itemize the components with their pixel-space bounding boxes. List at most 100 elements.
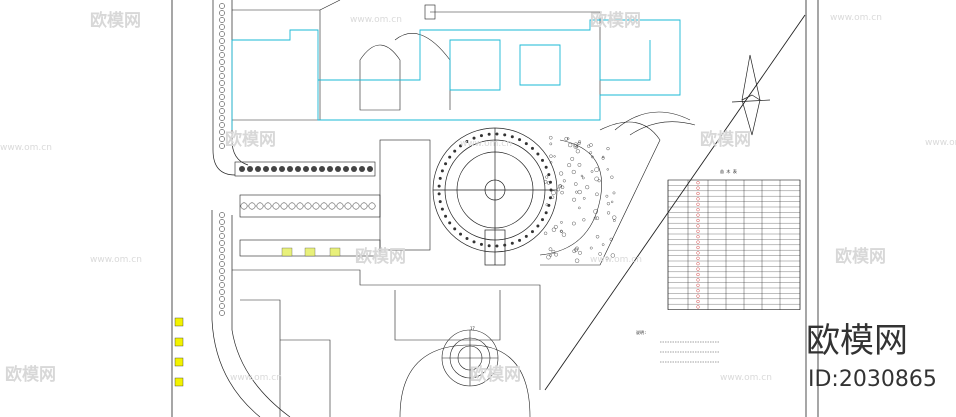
shrub-dot (610, 175, 614, 179)
shrub-dot (543, 179, 548, 184)
legend-symbol (696, 218, 700, 223)
shrub-dot (589, 246, 593, 250)
shrub-dot (448, 155, 452, 159)
shrub-dot (612, 215, 617, 220)
tree-symbol (219, 219, 225, 225)
watermark-brand-8: 欧模网 (470, 364, 521, 385)
shrub-dot (551, 249, 556, 254)
legend-symbol (696, 294, 700, 298)
shrub-dot (553, 224, 558, 229)
tree-symbol (359, 166, 365, 172)
shrub-dot (564, 137, 569, 141)
tree-symbol (368, 202, 376, 210)
shrub-dot (611, 200, 614, 204)
watermark-brand-3: 欧模网 (225, 129, 276, 150)
north-arrow (731, 54, 771, 136)
shrub-dot (573, 142, 579, 148)
legend-symbol (696, 213, 700, 217)
legend-symbol (696, 305, 700, 309)
legend-symbol (696, 240, 700, 244)
shrub-dot (595, 216, 600, 221)
tree-symbol (219, 282, 225, 288)
shrub-dot (549, 161, 553, 164)
shrub-dot (444, 214, 448, 218)
tree-symbol (264, 202, 272, 210)
left-road (211, 0, 291, 417)
tree-symbol (219, 31, 225, 37)
tree-symbol (219, 289, 225, 295)
shrub-dot (606, 202, 611, 206)
tree-symbol (219, 268, 225, 274)
shrub-dot (524, 234, 528, 238)
tree-symbol (219, 233, 225, 239)
shrub-dot (578, 250, 582, 255)
watermark-site-1: www.om.cn (350, 15, 402, 25)
shrub-dot (571, 169, 576, 175)
watermark-brand-2: 欧模网 (90, 10, 141, 31)
tree-symbol (219, 24, 225, 30)
legend-symbol (696, 186, 700, 190)
shrub-dot (582, 176, 585, 180)
watermark-brand-1: 欧模网 (590, 10, 641, 31)
tree-symbol (343, 166, 349, 172)
shrub-dot (545, 203, 549, 207)
shrub-dot (601, 156, 605, 160)
shrub-dot (575, 190, 578, 194)
legend-symbol (696, 197, 700, 201)
tree-symbol (303, 166, 309, 172)
shrub-dot (548, 247, 553, 252)
shrub-dot (560, 221, 563, 224)
shrub-dot (530, 230, 534, 234)
tree-symbol (219, 143, 225, 149)
tree-symbol (360, 202, 368, 210)
legend-symbol (696, 262, 700, 266)
watermark-site-9: www.om.cn (720, 373, 772, 383)
shrub-dot (593, 216, 597, 220)
shrub-dot (610, 253, 615, 258)
shrub-dot (574, 182, 578, 186)
shrub-dot (553, 155, 556, 158)
shrub-dot (540, 158, 544, 162)
legend-symbol (696, 283, 700, 287)
tree-symbol (279, 166, 285, 172)
shrub-dot (593, 209, 598, 214)
tree-symbol (219, 3, 225, 9)
tree-symbol (219, 247, 225, 253)
shrub-dot (548, 180, 552, 184)
shrub-dot (566, 137, 570, 140)
legend-symbol (696, 278, 700, 282)
legend-symbol (696, 272, 700, 277)
shrub-dot (582, 197, 586, 200)
shrub-dot (606, 147, 610, 151)
tree-symbol (219, 136, 225, 142)
shrub-dot (577, 141, 581, 145)
shrub-dot (609, 237, 613, 241)
shrub-dot (440, 169, 444, 173)
tree-symbol (219, 101, 225, 107)
legend-symbol (696, 251, 700, 255)
shrub-dot (453, 149, 457, 153)
shrub-dot (605, 256, 609, 260)
tree-symbol (327, 166, 333, 172)
shrub-dot (544, 211, 548, 215)
watermark-brand-6: 欧模网 (835, 246, 886, 267)
shrub-dot (587, 144, 591, 148)
shrub-dot (472, 240, 476, 244)
shrub-dot (561, 232, 567, 237)
shrub-dot (465, 140, 469, 144)
shrub-dot (595, 192, 599, 197)
tree-symbol (219, 310, 225, 316)
tree-symbol (219, 59, 225, 65)
cyan-building-outline (231, 19, 681, 130)
shrub-dot (444, 162, 448, 166)
scale-mark: 17 (470, 326, 475, 331)
legend-symbol (696, 245, 700, 250)
diagonal-boundary (544, 14, 806, 391)
tree-symbol (239, 166, 245, 172)
legend-symbol (696, 289, 700, 293)
shrub-dot (559, 171, 564, 176)
shrub-dot (459, 144, 463, 148)
shrub-dot (518, 138, 522, 142)
tree-symbol (367, 166, 373, 172)
shrub-dot (558, 184, 562, 189)
